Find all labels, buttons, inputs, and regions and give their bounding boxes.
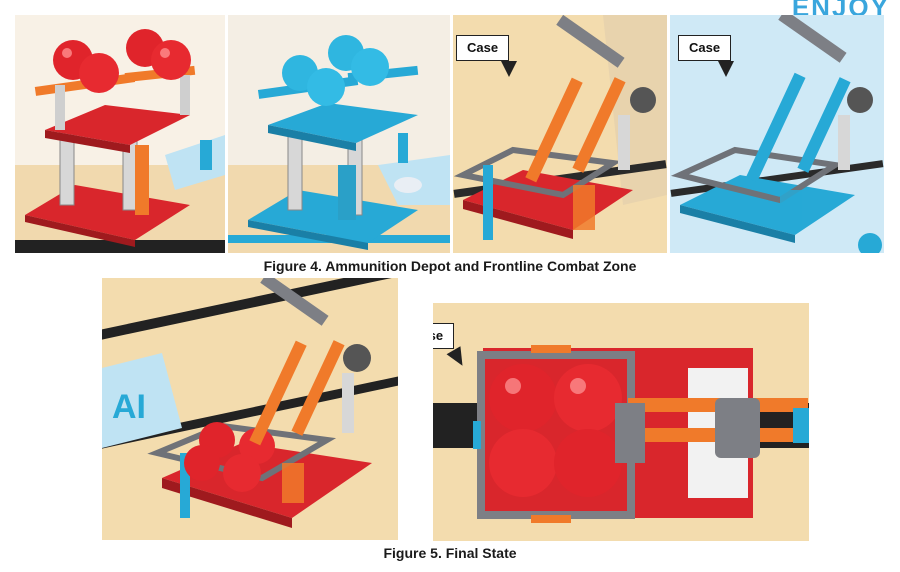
red-depot-illustration — [15, 29, 225, 253]
figure5-panel-top-view: Case — [433, 303, 809, 541]
case-callout: Case — [678, 35, 732, 61]
final-state-angled-illustration: AI — [102, 278, 398, 528]
case-callout-tail — [501, 61, 517, 77]
figure4-panel-red-frontline: Case — [453, 15, 667, 253]
case-callout: Case — [456, 35, 510, 61]
figure5-panel-angled: AI — [102, 278, 398, 540]
figure4-panel-blue-frontline: Case — [670, 15, 884, 253]
case-callout: Case — [433, 323, 455, 349]
final-state-top-view-illustration — [433, 345, 809, 523]
blue-depot-illustration — [228, 35, 450, 253]
figure5-caption: Figure 5. Final State — [383, 545, 517, 561]
figure4-caption: Figure 4. Ammunition Depot and Frontline… — [263, 258, 637, 274]
figure4-panel-red-depot — [15, 15, 225, 253]
blue-frontline-illustration — [670, 15, 884, 253]
case-callout-tail — [718, 61, 734, 77]
figure4-panel-blue-depot — [228, 15, 450, 253]
red-frontline-illustration — [453, 15, 667, 240]
map-ai-text: AI — [112, 388, 146, 426]
